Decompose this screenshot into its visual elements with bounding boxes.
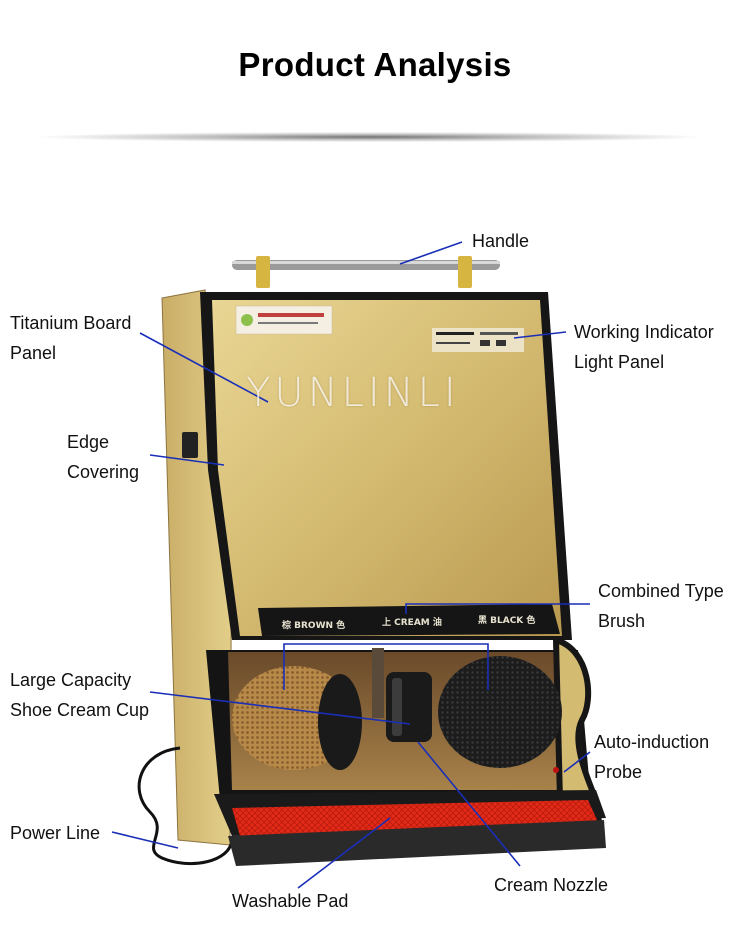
- callout-handle-line1: Handle: [472, 231, 530, 251]
- handle-bar: [232, 256, 500, 288]
- band-label-black: 黑 BLACK 色: [478, 616, 536, 626]
- callout-auto-probe-line1: Auto-induction: [594, 732, 710, 752]
- callout-auto-probe-line2: Probe: [594, 762, 643, 782]
- callout-washable-pad-line1: Washable Pad: [232, 891, 349, 911]
- title-divider: [40, 132, 700, 142]
- callout-working-indicator-line1: Working Indicator: [574, 322, 714, 342]
- callout-cream-nozzle: Cream Nozzle: [494, 870, 608, 900]
- callout-edge-covering-line2: Covering: [67, 462, 140, 482]
- band-label-cream: 上 CREAM 油: [382, 618, 442, 628]
- callout-edge-covering: Edge Covering: [67, 427, 139, 487]
- callout-washable-pad: Washable Pad: [232, 886, 348, 916]
- brown-brush-edge: [318, 674, 362, 770]
- side-switch: [182, 432, 198, 458]
- callout-cream-cup-line2: Shoe Cream Cup: [10, 700, 150, 720]
- base-tray: [228, 820, 606, 866]
- washable-pad: [232, 800, 598, 836]
- callout-working-indicator-line2: Light Panel: [574, 352, 665, 372]
- band-label-brown: 棕 BROWN 色: [282, 621, 346, 631]
- callout-edge-covering-line1: Edge: [67, 432, 110, 452]
- power-cord: [137, 746, 234, 866]
- callout-working-indicator: Working Indicator Light Panel: [574, 317, 714, 377]
- callout-cream-nozzle-line1: Cream Nozzle: [494, 875, 609, 895]
- callout-titanium-panel: Titanium Board Panel: [10, 308, 131, 368]
- brush-label-band: [258, 604, 560, 636]
- callout-titanium-panel-line1: Titanium Board: [10, 313, 132, 333]
- callout-titanium-panel-line2: Panel: [10, 343, 57, 363]
- leader-lines: [111, 241, 591, 889]
- callout-cream-cup-line1: Large Capacity: [10, 670, 132, 690]
- callout-combined-brush-line2: Brush: [598, 611, 646, 631]
- callout-combined-brush: Combined Type Brush: [598, 576, 724, 636]
- callout-handle: Handle: [472, 226, 529, 256]
- callout-auto-probe: Auto-induction Probe: [594, 727, 709, 787]
- titanium-panel: [212, 300, 562, 636]
- callout-power-line: Power Line: [10, 818, 100, 848]
- black-brush: [438, 656, 562, 768]
- indicator-panel: [432, 328, 524, 352]
- page-title: Product Analysis: [238, 46, 512, 83]
- callout-cream-cup: Large Capacity Shoe Cream Cup: [10, 665, 149, 725]
- induction-probe: [553, 767, 559, 773]
- watermark-text: YUNLINLI: [246, 370, 460, 416]
- callout-power-line-line1: Power Line: [10, 823, 101, 843]
- callout-combined-brush-line1: Combined Type: [598, 581, 724, 601]
